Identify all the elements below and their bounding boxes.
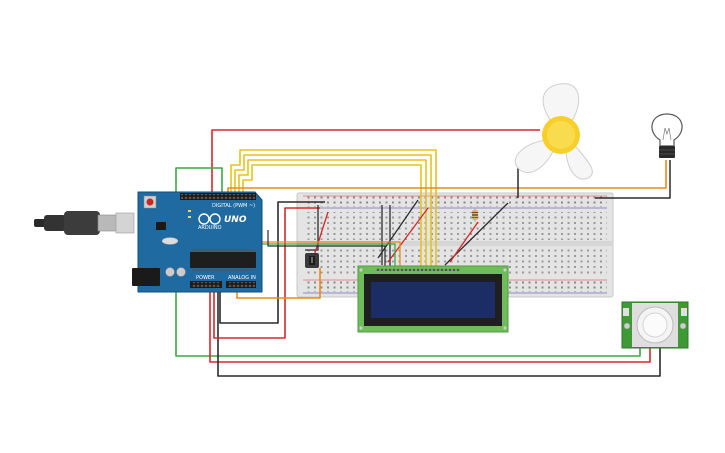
- digital-pins-label: DIGITAL (PWM ~): [212, 203, 255, 209]
- wires: [175, 129, 671, 377]
- arduino-logo: [198, 213, 221, 225]
- orange-wire-bulb[interactable]: [227, 160, 667, 194]
- red-wire-top-loop[interactable]: [211, 129, 540, 195]
- power-pins-label: POWER: [196, 275, 215, 281]
- potentiometer[interactable]: [305, 253, 319, 268]
- black-wire-arduino-bb[interactable]: [267, 230, 386, 270]
- red-wire-lcd-2[interactable]: [449, 221, 479, 263]
- resistor[interactable]: [472, 208, 478, 222]
- red-wire-power[interactable]: [213, 207, 320, 339]
- arduino-uno[interactable]: UNO ARDUINO DIGITAL (PWM ~) POWER ANALOG…: [132, 191, 263, 293]
- light-bulb[interactable]: [651, 113, 683, 158]
- black-wire-pir[interactable]: [217, 282, 661, 377]
- yellow-wire-2[interactable]: [234, 154, 432, 268]
- lcd-16x2[interactable]: [357, 265, 509, 333]
- yellow-wire-4[interactable]: [242, 164, 422, 268]
- board-model-label: UNO: [224, 215, 247, 225]
- red-wire-pir[interactable]: [209, 280, 651, 363]
- black-wire-gnd[interactable]: [219, 201, 325, 324]
- yellow-wire-3[interactable]: [238, 159, 427, 268]
- analog-pins-label: ANALOG IN: [228, 275, 256, 281]
- black-wire-bulb[interactable]: [595, 160, 671, 199]
- black-wire-pot[interactable]: [305, 205, 319, 251]
- dc-fan[interactable]: [514, 83, 593, 180]
- pir-sensor[interactable]: [621, 301, 689, 349]
- board-brand-label: ARDUINO: [198, 225, 222, 231]
- yellow-wire-1[interactable]: [230, 149, 437, 268]
- usb-cable[interactable]: [34, 211, 135, 235]
